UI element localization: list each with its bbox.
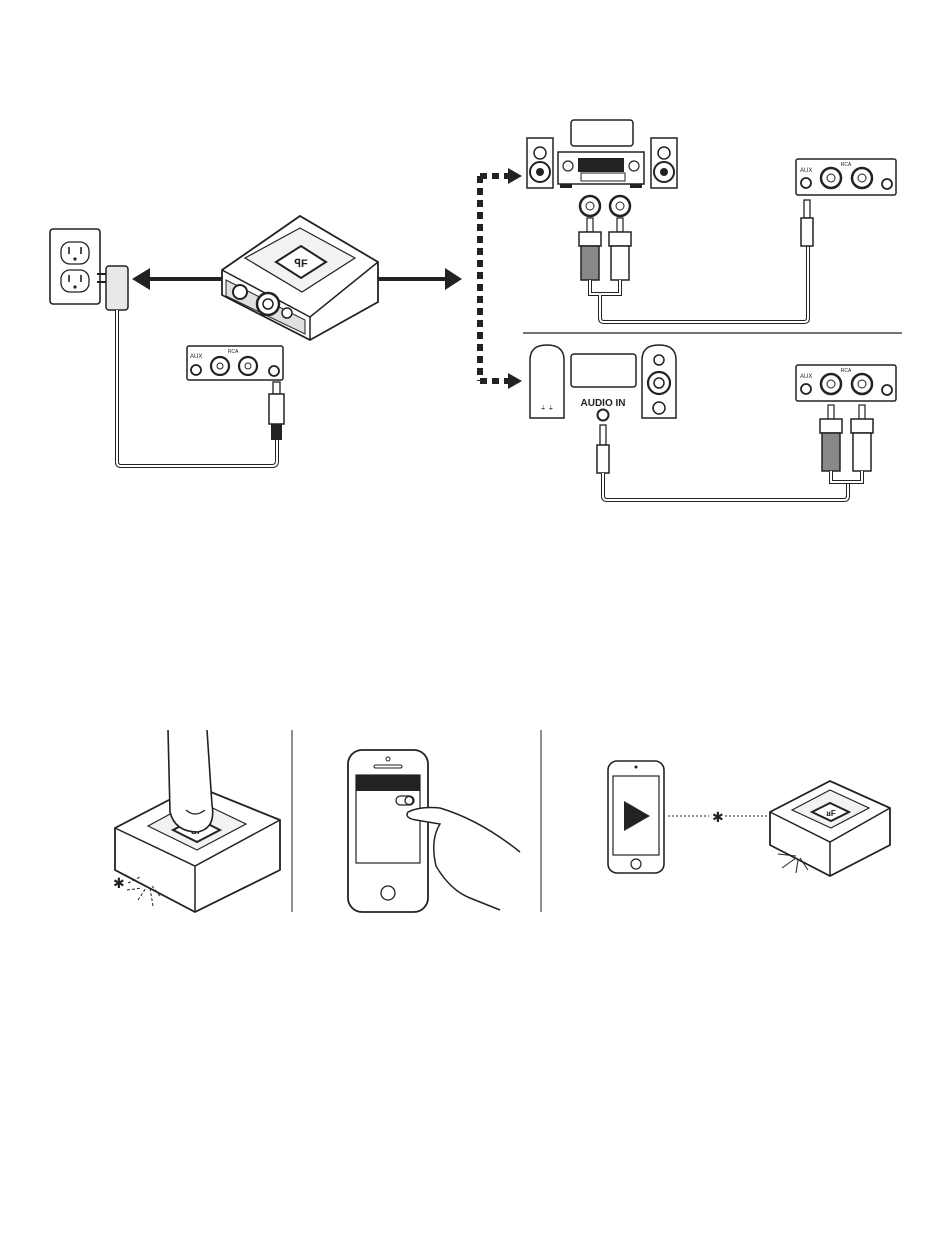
svg-text:⏚ ⏚: ⏚ ⏚ bbox=[540, 405, 554, 412]
computer-speakers-icon: ⏚ ⏚ AUDIO IN bbox=[530, 345, 676, 421]
bluetooth-icon-2: ✱ bbox=[712, 809, 724, 825]
branch-dashes bbox=[480, 168, 522, 389]
rca-cable-bottom-icon bbox=[820, 405, 873, 482]
receiver-back-panel-top-right: AUX RCA bbox=[796, 159, 896, 195]
bluetooth-receiver-icon: ꟼF bbox=[222, 216, 378, 340]
receiver-back-panel-bottom-right: AUX RCA bbox=[796, 365, 896, 401]
aux-cable-icon bbox=[801, 200, 813, 246]
step-2-pair-phone bbox=[348, 750, 520, 912]
rca-label: RCA bbox=[228, 349, 239, 355]
receiver-back-panel-left: AUX RCA bbox=[187, 346, 283, 380]
stereo-system-icon bbox=[527, 120, 677, 216]
aux-cable-bottom-icon bbox=[597, 425, 848, 500]
svg-text:ꟼF: ꟼF bbox=[294, 258, 308, 270]
audio-in-label: AUDIO IN bbox=[581, 398, 626, 409]
rca-label-3: RCA bbox=[841, 368, 852, 374]
aux-label-3: AUX bbox=[800, 374, 812, 380]
finger-press-icon bbox=[168, 730, 213, 832]
step-1-press-button: ᴚF ✱ bbox=[113, 730, 280, 912]
power-plug-icon bbox=[269, 382, 284, 440]
arrow-right bbox=[378, 268, 462, 290]
aux-label: AUX bbox=[190, 354, 202, 360]
arrow-left bbox=[132, 268, 222, 290]
bluetooth-icon: ✱ bbox=[113, 875, 125, 891]
rca-label-2: RCA bbox=[841, 162, 852, 168]
aux-label-2: AUX bbox=[800, 168, 812, 174]
svg-text:ᴚF: ᴚF bbox=[826, 809, 836, 818]
rca-cable-icon bbox=[579, 218, 808, 322]
wall-outlet-icon bbox=[50, 229, 100, 304]
step-3-play-music: ✱ ᴚF bbox=[608, 761, 890, 876]
